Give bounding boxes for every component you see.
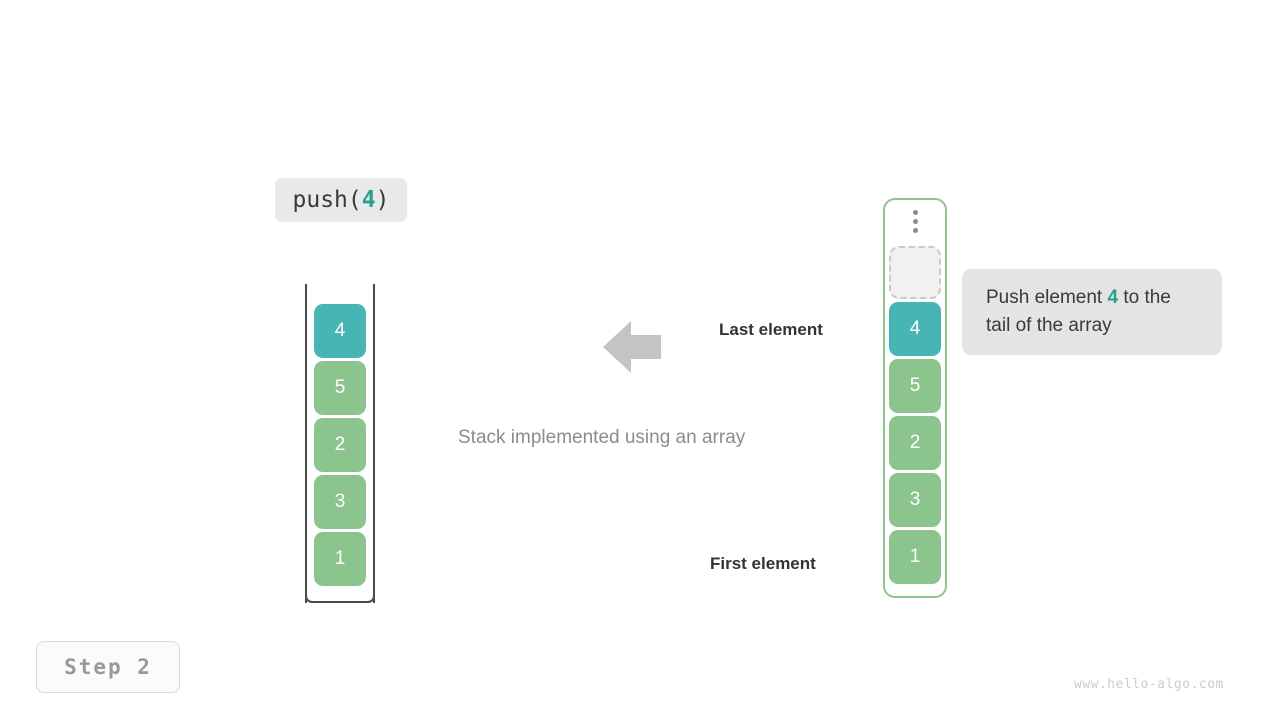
array-empty-slot[interactable]: [889, 246, 941, 299]
array-cell[interactable]: 1: [889, 530, 941, 584]
operation-suffix: ): [375, 187, 390, 213]
tooltip-box: Push element 4 to the tail of the array: [962, 269, 1222, 355]
label-last-element: Last element: [719, 320, 823, 339]
array-cell[interactable]: 3: [889, 473, 941, 527]
array-cell[interactable]: 2: [889, 416, 941, 470]
stack-wall-right: [373, 284, 375, 603]
right-array-slots: 4 5 2 3 1: [889, 246, 941, 584]
stack-cell[interactable]: 3: [314, 475, 366, 529]
step-badge: Step 2: [36, 641, 180, 693]
stack-cell[interactable]: 1: [314, 532, 366, 586]
right-array-container: 4 5 2 3 1: [883, 198, 947, 598]
left-stack-cells: 4 5 2 3 1: [314, 304, 366, 586]
tooltip-value: 4: [1107, 287, 1119, 308]
diagram-caption: Stack implemented using an array: [458, 427, 746, 448]
operation-value: 4: [361, 187, 376, 213]
array-cell[interactable]: 4: [889, 302, 941, 356]
label-first-element: First element: [710, 554, 816, 573]
stack-cell[interactable]: 5: [314, 361, 366, 415]
left-stack-container: 4 5 2 3 1: [305, 284, 375, 603]
arrow-left-icon: [603, 319, 661, 375]
tooltip-part1: Push element: [986, 287, 1108, 308]
operation-label: push(4): [275, 178, 407, 222]
stack-wall-left: [305, 284, 307, 603]
tooltip-text: Push element 4 to the tail of the array: [986, 284, 1198, 340]
stack-cell[interactable]: 4: [314, 304, 366, 358]
watermark: www.hello-algo.com: [1074, 677, 1224, 692]
array-cell[interactable]: 5: [889, 359, 941, 413]
operation-prefix: push(: [292, 187, 362, 213]
vertical-ellipsis-icon: [885, 210, 945, 233]
stack-cell[interactable]: 2: [314, 418, 366, 472]
tooltip-part2: to the tail of the array: [986, 287, 1171, 336]
